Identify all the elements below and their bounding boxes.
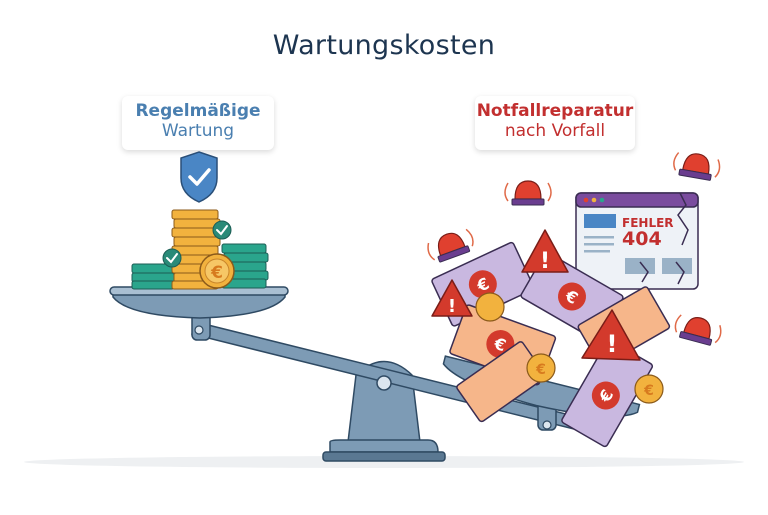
emergency-repair-title: Notfallreparatur <box>476 101 634 121</box>
svg-text:€: € <box>210 263 223 283</box>
svg-text:€: € <box>643 383 654 399</box>
warning-triangle-icon: ! ! ! <box>431 229 641 361</box>
regular-maintenance-title: Regelmäßige <box>135 101 261 121</box>
regular-maintenance-label: Regelmäßige Wartung <box>122 96 274 150</box>
error-title: FEHLER <box>622 216 674 230</box>
page-title: Wartungskosten <box>272 30 496 61</box>
svg-text:€: € <box>535 362 546 378</box>
regular-maintenance-subtitle: Wartung <box>161 121 235 142</box>
svg-text:!: ! <box>540 249 550 274</box>
emergency-repair-subtitle: nach Vorfall <box>504 121 606 142</box>
svg-text:!: ! <box>607 330 618 358</box>
error-code: 404 <box>622 228 662 250</box>
emergency-repair-label: Notfallreparatur nach Vorfall <box>475 96 635 150</box>
shield-check-icon <box>180 151 218 203</box>
svg-text:!: ! <box>448 296 456 317</box>
left-pan <box>109 286 289 319</box>
siren-icon <box>427 152 722 346</box>
euro-coin-stack-icon: € <box>131 209 269 290</box>
error-window-icon <box>575 192 699 290</box>
